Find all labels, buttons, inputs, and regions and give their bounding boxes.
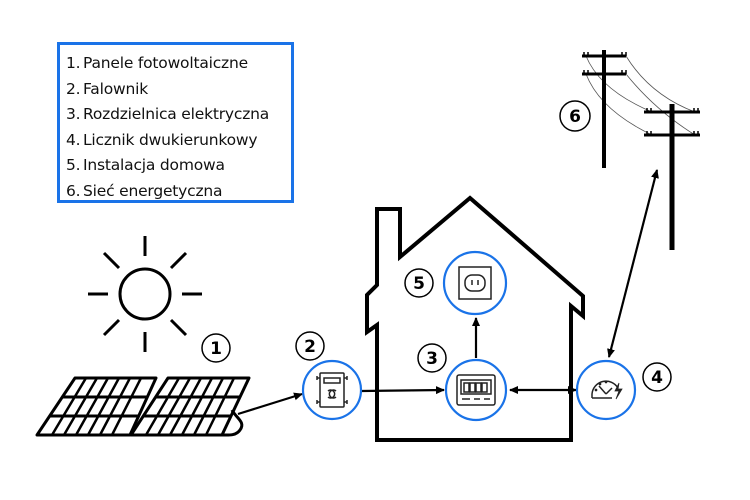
svg-text:5: 5 (413, 274, 425, 294)
inverter-node[interactable] (301, 359, 363, 421)
legend-item-5: 5.Instalacja domowa (66, 156, 225, 174)
badge-3: 3 (417, 343, 447, 373)
sun-icon (88, 236, 202, 352)
meter-node[interactable] (575, 359, 637, 421)
legend-item-4: 4.Licznik dwukierunkowy (66, 130, 258, 149)
svg-text:3: 3 (426, 349, 438, 369)
svg-text:1: 1 (210, 339, 222, 359)
power-socket-icon (458, 266, 492, 300)
arrow-panels-to-inverter (237, 392, 303, 416)
socket-node[interactable] (442, 250, 508, 316)
badge-5: 5 (404, 268, 434, 298)
power-poles-icon (582, 50, 700, 250)
svg-text:6: 6 (569, 107, 581, 127)
badge-6: 6 (559, 100, 591, 132)
bidirectional-meter-icon (591, 380, 623, 400)
inverter-icon (316, 372, 348, 408)
badge-2: 2 (295, 331, 325, 361)
badge-4: 4 (642, 362, 672, 392)
solar-panels-icon (35, 376, 251, 437)
switchboard-icon (456, 374, 496, 406)
svg-text:4: 4 (651, 368, 663, 388)
legend-box: 1.Panele fotowoltaiczne 2.Falownik 3.Roz… (57, 42, 294, 203)
switchboard-node[interactable] (444, 358, 508, 422)
arrow-inverter-to-switchboard (361, 386, 445, 395)
arrow-meter-grid (607, 169, 659, 358)
house-outline-icon (365, 195, 585, 442)
legend-item-3: 3.Rozdzielnica elektryczna (66, 105, 270, 123)
legend-item-1: 1.Panele fotowoltaiczne (66, 54, 248, 72)
legend-item-2: 2.Falownik (66, 79, 148, 98)
svg-text:2: 2 (304, 337, 316, 357)
legend-item-6: 6.Sieć energetyczna (66, 181, 223, 200)
badge-1: 1 (201, 333, 231, 363)
connections (237, 169, 659, 416)
